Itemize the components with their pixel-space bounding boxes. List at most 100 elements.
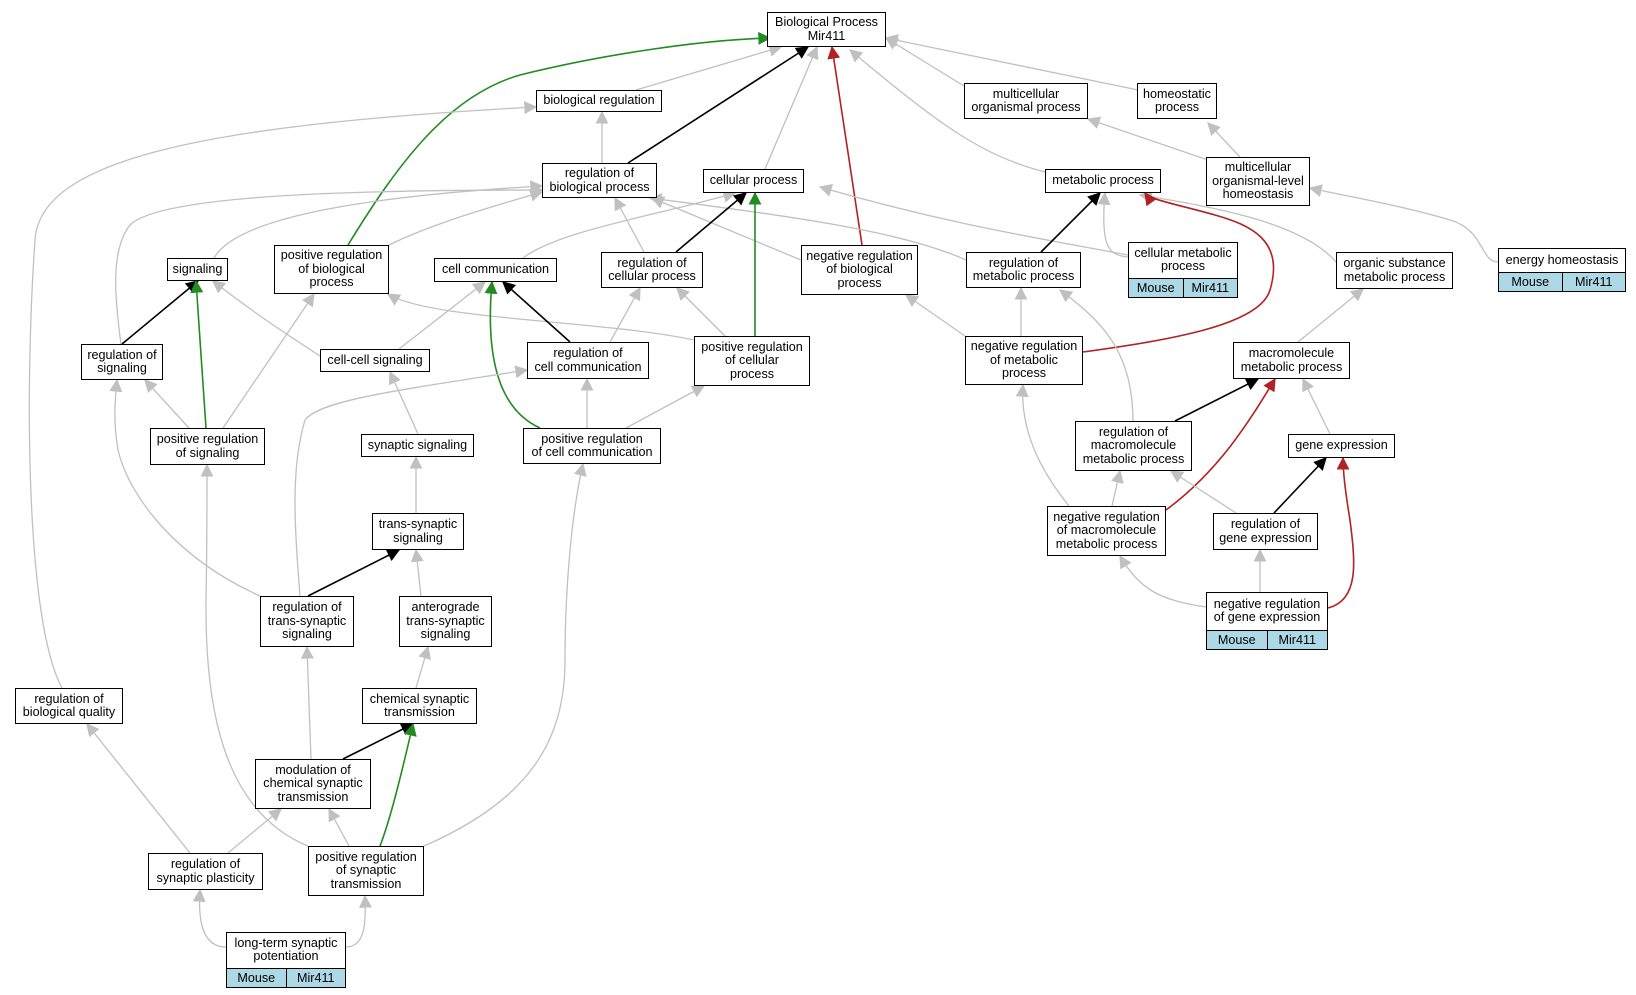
edge-nrbp-bp <box>827 45 863 246</box>
node-organic-substance-metabolic-process[interactable]: organic substance metabolic process <box>1336 252 1453 289</box>
edge-synsig-ccsig <box>388 370 419 435</box>
node-label: anterograde trans-synaptic signaling <box>406 600 485 642</box>
node-label: positive regulation of synaptic transmis… <box>315 849 417 891</box>
node-cellular-process[interactable]: cellular process <box>703 169 804 193</box>
node-biological-process[interactable]: Biological Process Mir411 <box>767 12 886 47</box>
node-regulation-of-trans-synaptic-signaling[interactable]: regulation of trans-synaptic signaling <box>260 596 354 647</box>
edge-prst-prsig <box>200 463 309 847</box>
annotation-gene: Mir411 <box>1182 278 1237 297</box>
edge-nrbp-rbp <box>650 196 802 261</box>
annotation-species: Mouse <box>1207 630 1267 649</box>
edge-atss-tss <box>410 548 424 597</box>
edge-ltp-rsp <box>192 888 227 948</box>
node-gene-expression[interactable]: gene expression <box>1288 434 1395 458</box>
node-label: Biological Process Mir411 <box>775 15 878 43</box>
edge-prcc-prcp <box>625 385 706 429</box>
node-synaptic-signaling[interactable]: synaptic signaling <box>361 434 474 457</box>
node-label: negative regulation of macromolecule met… <box>1053 509 1160 551</box>
node-positive-regulation-of-cellular-process[interactable]: positive regulation of cellular process <box>694 336 810 386</box>
node-label: biological regulation <box>543 93 655 108</box>
node-anterograde-trans-synaptic-signaling[interactable]: anterograde trans-synaptic signaling <box>399 596 492 647</box>
node-regulation-of-biological-quality[interactable]: regulation of biological quality <box>15 688 123 724</box>
node-trans-synaptic-signaling[interactable]: trans-synaptic signaling <box>372 513 464 550</box>
edge-mmp-osmp <box>1297 288 1365 343</box>
node-chemical-synaptic-transmission[interactable]: chemical synaptic transmission <box>362 688 477 724</box>
node-regulation-of-metabolic-process[interactable]: regulation of metabolic process <box>966 252 1081 288</box>
edge-rge-geneexp <box>1273 457 1327 514</box>
node-macromolecule-metabolic-process[interactable]: macromolecule metabolic process <box>1233 342 1350 379</box>
node-multicellular-organismal-level-homeostasis[interactable]: multicellular organismal-level homeostas… <box>1206 157 1310 206</box>
edge-prst-prcc <box>423 462 587 847</box>
edge-rmmp-mmp <box>1174 378 1260 422</box>
edge-rcp-rbp <box>614 196 645 253</box>
node-regulation-of-cellular-process[interactable]: regulation of cellular process <box>601 252 703 288</box>
node-label: cellular metabolic process <box>1134 245 1232 274</box>
node-negative-regulation-of-biological-process[interactable]: negative regulation of biological proces… <box>801 245 918 295</box>
edge-cst-atss <box>415 645 431 689</box>
node-cell-cell-signaling[interactable]: cell-cell signaling <box>320 349 430 372</box>
node-regulation-of-gene-expression[interactable]: regulation of gene expression <box>1213 513 1318 550</box>
node-signaling[interactable]: signaling <box>167 258 228 281</box>
node-biological-regulation[interactable]: biological regulation <box>536 90 662 112</box>
edge-ccsig-cellcomm <box>398 281 487 350</box>
node-homeostatic-process[interactable]: homeostatic process <box>1137 83 1217 119</box>
edge-rsig-signaling <box>121 280 200 345</box>
node-label: modulation of chemical synaptic transmis… <box>263 762 363 804</box>
edge-prsig-rsig <box>144 379 190 429</box>
edge-nrmmp-mmp <box>1165 377 1276 511</box>
edge-homeo-bp <box>884 33 1139 91</box>
node-label: energy homeostasis <box>1505 252 1619 267</box>
edge-mcp-bp <box>884 37 965 87</box>
node-regulation-of-biological-process[interactable]: regulation of biological process <box>542 163 657 198</box>
node-metabolic-process[interactable]: metabolic process <box>1045 169 1161 193</box>
node-regulation-of-signaling[interactable]: regulation of signaling <box>81 344 163 380</box>
edge-signaling-rbp <box>213 180 544 259</box>
node-label: regulation of biological process <box>549 166 650 194</box>
edge-rcc-cellcomm <box>502 281 571 343</box>
node-label: cell communication <box>441 262 550 277</box>
edge-cellcomm-cellproc <box>522 190 737 259</box>
node-label: negative regulation of metabolic process <box>970 339 1078 381</box>
node-cell-communication[interactable]: cell communication <box>434 258 557 282</box>
edge-rbp-bp <box>627 46 810 164</box>
node-positive-regulation-of-synaptic-transmission[interactable]: positive regulation of synaptic transmis… <box>308 846 424 896</box>
node-label: regulation of cellular process <box>608 255 696 283</box>
node-modulation-of-chemical-synaptic-transmission[interactable]: modulation of chemical synaptic transmis… <box>255 759 371 809</box>
edge-rcp-cellproc <box>675 192 747 253</box>
node-positive-regulation-of-biological-process[interactable]: positive regulation of biological proces… <box>274 245 389 294</box>
edge-rbq-bioreg <box>28 101 538 689</box>
node-positive-regulation-of-cell-communication[interactable]: positive regulation of cell communicatio… <box>523 428 661 464</box>
node-label: positive regulation of cellular process <box>701 339 803 381</box>
edge-mcoh-mcp <box>1086 116 1209 161</box>
node-regulation-of-macromolecule-metabolic-process[interactable]: regulation of macromolecule metabolic pr… <box>1075 421 1192 471</box>
node-label: regulation of biological quality <box>22 691 116 719</box>
node-positive-regulation-of-signaling[interactable]: positive regulation of signaling <box>150 428 265 465</box>
node-label: homeostatic process <box>1143 86 1211 114</box>
node-regulation-of-cell-communication[interactable]: regulation of cell communication <box>527 342 649 379</box>
node-negative-regulation-of-metabolic-process[interactable]: negative regulation of metabolic process <box>965 336 1083 385</box>
node-multicellular-organismal-process[interactable]: multicellular organismal process <box>964 83 1088 119</box>
edge-ccsig-signaling <box>211 280 321 357</box>
node-label: macromolecule metabolic process <box>1240 346 1343 374</box>
node-label: chemical synaptic transmission <box>369 691 470 719</box>
edge-cmp-cellproc <box>818 184 1129 256</box>
node-label: multicellular organismal process <box>971 86 1081 114</box>
node-label: regulation of macromolecule metabolic pr… <box>1082 424 1185 466</box>
node-regulation-of-synaptic-plasticity[interactable]: regulation of synaptic plasticity <box>148 853 263 890</box>
node-label: organic substance metabolic process <box>1343 256 1446 284</box>
node-negative-regulation-of-macromolecule-metabolic-process[interactable]: negative regulation of macromolecule met… <box>1047 506 1166 556</box>
node-label: negative regulation of gene expression <box>1213 596 1321 625</box>
edge-osmp-metproc <box>1138 190 1337 263</box>
edge-rtss-tss <box>307 549 401 597</box>
edge-cmp-metproc <box>1097 191 1129 258</box>
edge-rcc-rcp <box>609 286 641 343</box>
annotation-species: Mouse <box>1499 272 1562 291</box>
node-label: gene expression <box>1295 438 1388 453</box>
edge-nrmp-nrbp <box>904 294 966 337</box>
